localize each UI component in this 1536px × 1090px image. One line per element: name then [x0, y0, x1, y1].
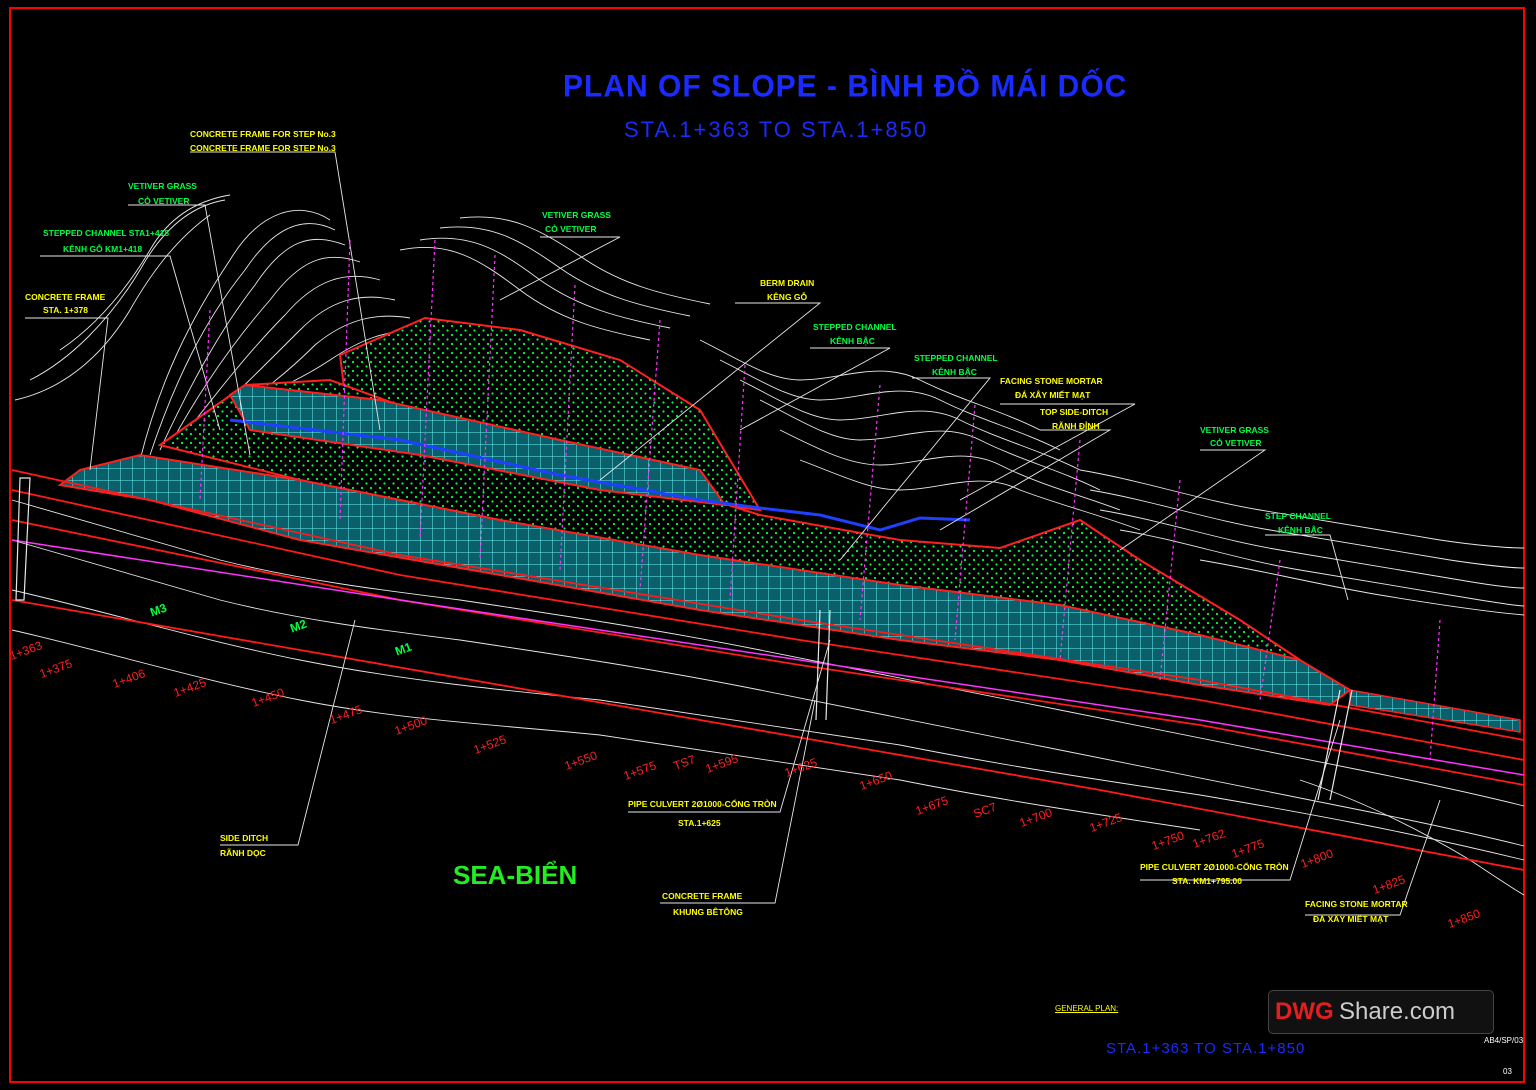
general-plan-station-range: STA.1+363 TO STA.1+850: [1106, 1040, 1306, 1057]
label-vetiver-grass-2-vn: CỎ VETIVER: [545, 224, 597, 234]
label-facing-stone-2: FACING STONE MORTAR: [1305, 899, 1408, 909]
label-stepped-channel-1-vn: KÊNH BẬC: [830, 336, 875, 346]
label-facing-stone-2-vn: ĐÁ XÂY MIẾT MẠT: [1313, 914, 1389, 924]
label-pipe-culvert-1: PIPE CULVERT 2Ø1000-CỐNG TRÒN: [628, 799, 777, 809]
leader-lines: [25, 151, 1441, 916]
label-concrete-frame-378: CONCRETE FRAME: [25, 292, 106, 302]
label-pipe-culvert-2-sta: STA. KM1+795.00: [1172, 876, 1243, 886]
berm-drains: [229, 418, 971, 532]
label-berm-drain: BERM DRAIN: [760, 278, 815, 288]
label-stepped-channel-2: STEPPED CHANNEL: [914, 353, 998, 363]
label-concrete-frame-step3: CONCRETE FRAME FOR STEP No.3: [190, 129, 336, 139]
sheet-border: [9, 7, 1525, 1083]
label-step-channel: STEP CHANNEL: [1265, 511, 1331, 521]
drawing-subtitle: STA.1+363 TO STA.1+850: [624, 117, 929, 142]
section-marks: [199, 239, 1441, 761]
road-alignment-lines: [11, 469, 1525, 871]
sheet-number: 03: [1503, 1067, 1512, 1076]
label-vetiver-grass-1-vn: CỎ VETIVER: [138, 196, 190, 206]
label-concrete-frame-378-sta: STA. 1+378: [43, 305, 88, 315]
watermark-part2: Share.com: [1339, 998, 1456, 1025]
label-vetiver-grass-3-vn: CỎ VETIVER: [1210, 438, 1262, 448]
label-side-ditch: SIDE DITCH: [220, 833, 269, 843]
label-berm-drain-vn: KÊNG GỖ: [767, 292, 808, 302]
label-vetiver-grass-2: VETIVER GRASS: [542, 210, 611, 220]
label-concrete-frame-step3-vn: CONCRETE FRAME FOR STEP No.3: [190, 143, 336, 153]
label-stepped-channel-2-vn: KÊNH BẬC: [932, 367, 977, 377]
label-top-side-ditch: TOP SIDE-DITCH: [1040, 407, 1109, 417]
general-plan-label: GENERAL PLAN:: [1055, 1004, 1119, 1013]
label-facing-stone-1-vn: ĐÁ XÂY MIẾT MẠT: [1015, 390, 1091, 400]
label-stepped-channel-1: STEPPED CHANNEL: [813, 322, 897, 332]
label-concrete-frame-vn: KHUNG BÊTÔNG: [673, 907, 743, 917]
sea-label: SEA-BIỂN: [453, 860, 578, 890]
contour-lines: [11, 194, 1525, 896]
watermark-logo: DWG Share.com: [1268, 990, 1494, 1034]
label-stepped-channel-418: STEPPED CHANNEL STA1+418: [43, 228, 170, 238]
label-facing-stone-1: FACING STONE MORTAR: [1000, 376, 1103, 386]
label-pipe-culvert-1-sta: STA.1+625: [678, 818, 721, 828]
label-side-ditch-vn: RÃNH DỌC: [220, 848, 266, 858]
label-concrete-frame: CONCRETE FRAME: [662, 891, 743, 901]
label-stepped-channel-418-vn: KÊNH GỖ KM1+418: [63, 244, 143, 254]
label-pipe-culvert-2: PIPE CULVERT 2Ø1000-CỐNG TRÒN: [1140, 862, 1289, 872]
label-vetiver-grass-1: VETIVER GRASS: [128, 181, 197, 191]
label-step-channel-vn: KÊNH BẬC: [1278, 525, 1323, 535]
label-top-side-ditch-vn: RÃNH ĐỈNH: [1052, 421, 1100, 431]
label-vetiver-grass-3: VETIVER GRASS: [1200, 425, 1269, 435]
sheet-code: AB4/SP/03: [1484, 1036, 1524, 1045]
concrete-frame-mesh: [57, 383, 1521, 733]
pipe-culverts: [15, 477, 1353, 801]
drawing-title: PLAN OF SLOPE - BÌNH ĐỒ MÁI DỐC: [563, 69, 1128, 104]
centerline: [11, 539, 1525, 776]
watermark-part1: DWG: [1275, 998, 1334, 1025]
